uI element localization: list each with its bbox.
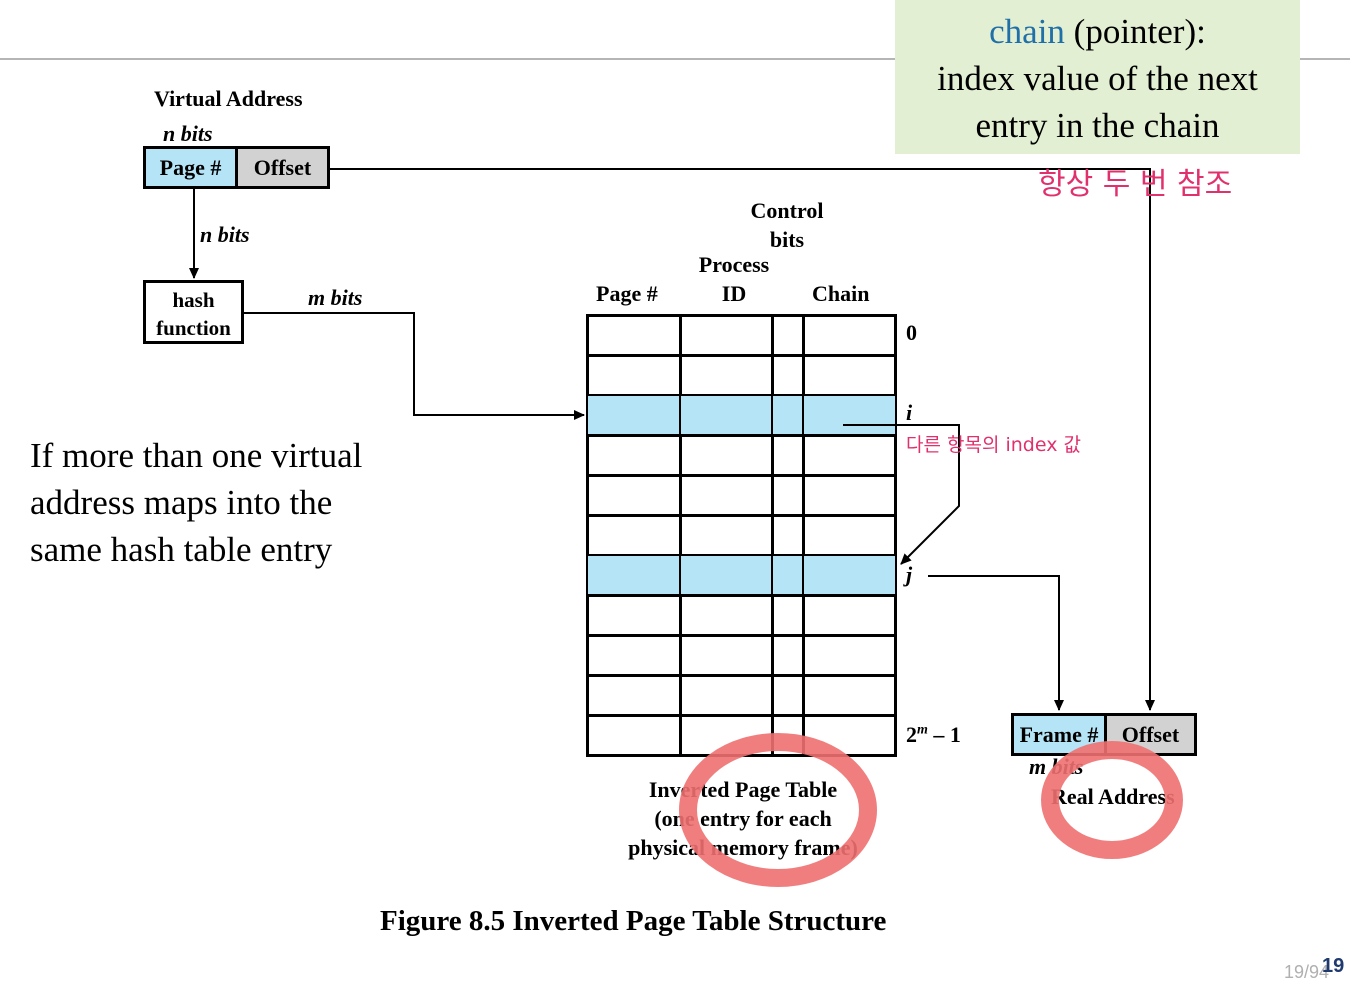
table-cell — [679, 594, 774, 637]
hash-line2: function — [156, 316, 231, 340]
table-cell — [802, 314, 897, 357]
table-cell — [586, 394, 682, 437]
header-page: Page # — [596, 281, 658, 306]
collision-note: If more than one virtual address maps in… — [30, 432, 362, 573]
table-cell — [802, 674, 897, 717]
table-row — [586, 394, 897, 437]
table-cell — [586, 594, 682, 637]
virtual-address-title: Virtual Address — [154, 86, 303, 111]
virtual-page-field: Page # — [143, 146, 238, 189]
chain-pointer-note: chain (pointer): index value of the next… — [895, 0, 1300, 154]
table-row — [586, 474, 897, 517]
header-chain: Chain — [812, 281, 870, 306]
hash-line1: hash — [172, 288, 215, 312]
chain-keyword: chain — [989, 12, 1065, 51]
table-cell — [586, 674, 682, 717]
table-cell — [679, 634, 774, 677]
collision-note-line3: same hash table entry — [30, 530, 333, 569]
highlight-circle-real-address — [1041, 741, 1183, 859]
note-line2: index value of the next — [937, 59, 1258, 98]
arrow-offset-to-real-offset — [330, 168, 1155, 711]
table-cell — [679, 314, 774, 357]
hash-input-n-bits-label: n bits — [200, 222, 250, 247]
header-process: Process — [698, 252, 770, 277]
table-cell — [586, 714, 682, 757]
table-cell — [679, 474, 774, 517]
note-line1: (pointer): — [1064, 12, 1206, 51]
page-counter: 19/94 — [1284, 962, 1330, 982]
row-label-0: 0 — [906, 320, 917, 345]
table-cell — [586, 634, 682, 677]
header-control: Control — [750, 198, 824, 223]
hash-function-box: hash function — [143, 280, 244, 344]
table-cell — [771, 394, 805, 437]
table-cell — [679, 394, 774, 437]
highlight-circle-table — [679, 733, 877, 887]
table-cell — [586, 434, 682, 477]
row-label-i: i — [906, 400, 913, 425]
arrow-j-to-frame — [928, 575, 1064, 711]
real-address-title: Real Address — [1051, 784, 1175, 809]
real-address-register: Frame # Offset — [1011, 713, 1197, 756]
handwritten-index-note: 다른 항목의 index 값 — [906, 434, 1081, 456]
table-cell — [802, 434, 897, 477]
collision-note-line2: address maps into the — [30, 483, 333, 522]
virtual-n-bits-label: n bits — [163, 121, 213, 146]
table-cell — [679, 554, 774, 597]
table-cell — [586, 554, 682, 597]
page-number: 19 — [1322, 955, 1345, 977]
arrow-hash-to-table — [244, 312, 585, 420]
virtual-address-register: Page # Offset — [143, 146, 330, 189]
table-cell — [771, 674, 805, 717]
table-cell — [771, 594, 805, 637]
table-cell — [771, 434, 805, 477]
figure-caption: Figure 8.5 Inverted Page Table Structure — [380, 905, 887, 937]
arrow-chain-i-to-j — [843, 424, 960, 565]
table-row — [586, 594, 897, 637]
table-cell — [802, 634, 897, 677]
header-control-bits: bits — [769, 227, 805, 252]
table-cell — [771, 634, 805, 677]
header-process-id: ID — [721, 281, 747, 306]
table-cell — [679, 434, 774, 477]
table-row — [586, 634, 897, 677]
table-cell — [802, 594, 897, 637]
top-rule — [0, 58, 1350, 60]
table-cell — [771, 314, 805, 357]
hash-output-m-bits-label: m bits — [308, 285, 363, 310]
table-cell — [802, 394, 897, 437]
collision-note-line1: If more than one virtual — [30, 436, 363, 475]
row-label-j: j — [906, 562, 913, 587]
table-cell — [679, 674, 774, 717]
note-line3: entry in the chain — [975, 106, 1220, 145]
table-row — [586, 434, 897, 477]
table-cell — [771, 474, 805, 517]
table-cell — [586, 314, 682, 357]
table-row — [586, 554, 897, 597]
virtual-offset-field: Offset — [235, 146, 330, 189]
table-cell — [586, 474, 682, 517]
row-label-last: 2m – 1 — [906, 722, 961, 747]
table-row — [586, 674, 897, 717]
table-cell — [802, 554, 897, 597]
table-row — [586, 314, 897, 357]
handwritten-top-note: 항상 두 번 참조 — [1038, 167, 1232, 202]
table-cell — [802, 474, 897, 517]
